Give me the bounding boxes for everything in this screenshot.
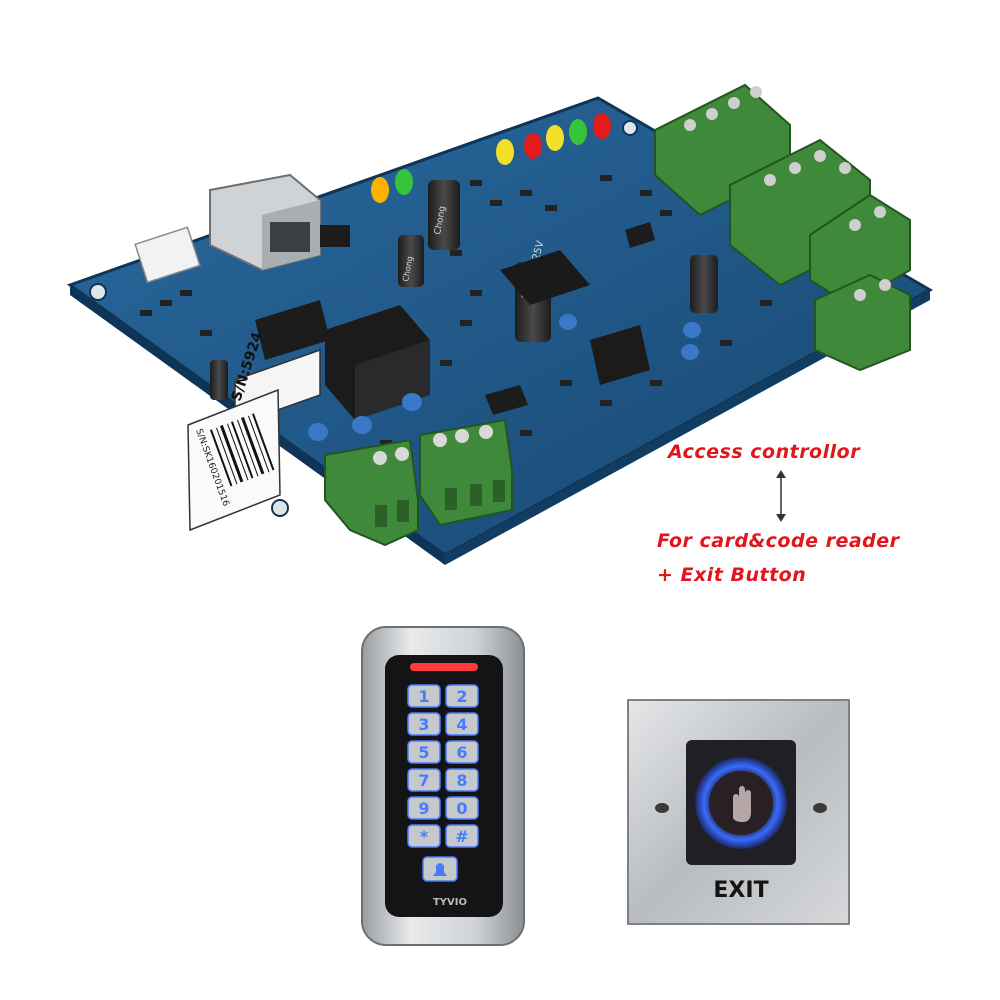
keypad-key[interactable]: * <box>407 824 441 848</box>
keypad-key[interactable]: 2 <box>445 684 479 708</box>
terminal-block-far-right <box>814 273 911 372</box>
relay <box>325 305 430 420</box>
keypad-key[interactable]: 4 <box>445 712 479 736</box>
keypad-key-label: 3 <box>418 715 429 734</box>
status-leds <box>371 113 611 203</box>
barcode <box>210 413 275 487</box>
reader-brand: TYVIO <box>433 897 467 908</box>
keypad-key[interactable]: 0 <box>445 796 479 820</box>
capacitor-label-small: Chong <box>401 255 414 282</box>
screw-icon <box>655 803 669 813</box>
keypad-key-label: * <box>420 827 429 846</box>
keypad-key-label: 9 <box>418 799 429 818</box>
double-arrow-icon <box>776 470 786 522</box>
mount-hole <box>89 283 107 301</box>
keypad-key-label: # <box>455 827 468 846</box>
keypad-key-label: 8 <box>456 771 467 790</box>
capacitor-label-small: Chong <box>433 205 448 235</box>
keypad-key-label: 4 <box>456 715 467 734</box>
keypad-key-label: 2 <box>456 687 467 706</box>
terminal-block-bottom-center <box>419 418 513 527</box>
keypad-key-label: 6 <box>456 743 467 762</box>
reader-caption: For card&code reader <box>657 530 900 552</box>
integrated-circuits <box>255 222 655 415</box>
access-controller-caption: Access controllor <box>668 441 861 463</box>
keypad-key-label: 5 <box>418 743 429 762</box>
keypad-grid: 1 2 3 4 5 6 7 8 9 0 * # <box>407 684 479 848</box>
card-code-reader: 1 2 3 4 5 6 7 8 9 0 * # TYVIO <box>361 626 525 946</box>
keypad-key-label: 1 <box>418 687 429 706</box>
access-controller-board: 1000μF 25V Chong Chong S/N:5924 <box>66 96 934 565</box>
terminal-block-right <box>809 193 911 307</box>
exit-button-caption: + Exit Button <box>657 564 807 586</box>
reader-led-bar <box>410 663 478 671</box>
keypad-key[interactable]: 9 <box>407 796 441 820</box>
keypad-key[interactable]: # <box>445 824 479 848</box>
bell-key[interactable] <box>422 856 458 882</box>
ceramic-capacitors <box>308 314 701 441</box>
ethernet-jack <box>209 173 321 272</box>
keypad-key[interactable]: 3 <box>407 712 441 736</box>
bell-icon <box>433 863 447 876</box>
keypad-key[interactable]: 1 <box>407 684 441 708</box>
keypad-key-label: 0 <box>456 799 467 818</box>
hand-icon <box>733 786 751 822</box>
serial-sticker: S/N:5924 S/N:SK160201516 <box>187 330 321 532</box>
mount-hole <box>271 499 289 517</box>
exit-button-plate: EXIT <box>627 699 850 925</box>
keypad-key[interactable]: 5 <box>407 740 441 764</box>
smd-components <box>140 175 772 446</box>
keypad-key[interactable]: 8 <box>445 768 479 792</box>
screw-icon <box>813 803 827 813</box>
terminal-block-bottom-left <box>324 438 419 547</box>
mount-hole <box>622 120 638 136</box>
keypad-key[interactable]: 6 <box>445 740 479 764</box>
keypad-key-label: 7 <box>418 771 429 790</box>
pin-header <box>134 226 201 284</box>
exit-label: EXIT <box>713 878 768 903</box>
terminal-blocks <box>324 83 911 547</box>
keypad-key[interactable]: 7 <box>407 768 441 792</box>
